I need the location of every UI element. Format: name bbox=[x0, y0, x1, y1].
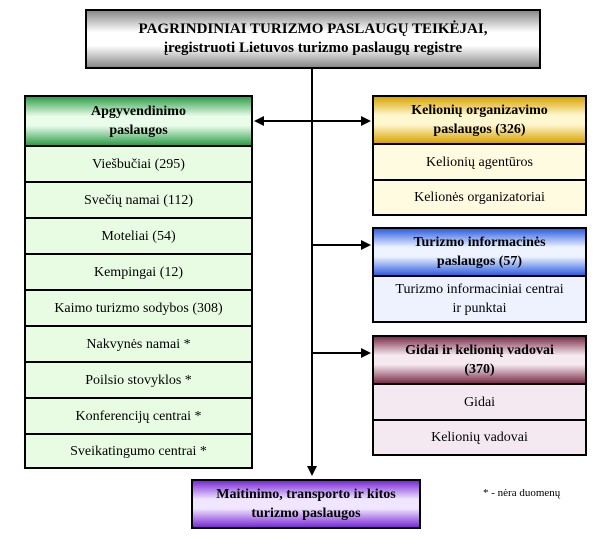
accommodation-item: Poilsio stovyklos * bbox=[24, 361, 253, 399]
accommodation-item: Nakvynės namai * bbox=[24, 325, 253, 363]
tourism-info-item-line2: ir punktai bbox=[452, 301, 507, 316]
travel-org-header-line1: Kelionių organizavimo bbox=[411, 103, 548, 118]
footnote: * - nėra duomenų bbox=[483, 487, 561, 499]
accommodation-item: Sveikatingumo centrai * bbox=[24, 433, 253, 469]
guides-item: Kelionių vadovai bbox=[372, 419, 587, 456]
guides-header: Gidai ir kelionių vadovai (370) bbox=[372, 335, 587, 385]
guides-header-line1: Gidai ir kelionių vadovai bbox=[405, 343, 554, 358]
accommodation-item: Kempingai (12) bbox=[24, 253, 253, 291]
accommodation-item: Moteliai (54) bbox=[24, 217, 253, 255]
main-subtitle: įregistruoti Lietuvos turizmo paslaugų r… bbox=[163, 40, 463, 56]
accommodation-header-line1: Apgyvendinimo bbox=[91, 104, 186, 119]
tourism-info-header: Turizmo informacinės paslaugos (57) bbox=[372, 227, 587, 277]
tourism-info-header-line1: Turizmo informacinės bbox=[413, 235, 546, 250]
guides-header-line2: (370) bbox=[464, 362, 495, 377]
guides-item: Gidai bbox=[372, 383, 587, 421]
main-title: PAGRINDINIAI TURIZMO PASLAUGŲ TEIKĖJAI, bbox=[138, 21, 488, 37]
travel-org-item: Kelionių agentūros bbox=[372, 143, 587, 181]
tourism-info-header-line2: paslaugos (57) bbox=[436, 254, 523, 269]
travel-org-header-line2: paslaugos (326) bbox=[433, 122, 526, 137]
main-providers-box: PAGRINDINIAI TURIZMO PASLAUGŲ TEIKĖJAI, … bbox=[85, 9, 541, 69]
tourism-info-item-line1: Turizmo informaciniai centrai bbox=[395, 282, 564, 297]
accommodation-item: Svečių namai (112) bbox=[24, 181, 253, 219]
other-services-line2: turizmo paslaugos bbox=[251, 506, 361, 521]
travel-org-header: Kelionių organizavimo paslaugos (326) bbox=[372, 95, 587, 145]
other-services-line1: Maitinimo, transporto ir kitos bbox=[216, 487, 396, 502]
accommodation-header-line2: paslaugos bbox=[109, 123, 168, 138]
accommodation-item: Konferencijų centrai * bbox=[24, 397, 253, 435]
travel-org-item: Kelionės organizatoriai bbox=[372, 179, 587, 216]
tourism-info-item: Turizmo informaciniai centrai ir punktai bbox=[372, 275, 587, 323]
accommodation-item: Kaimo turizmo sodybos (308) bbox=[24, 289, 253, 327]
accommodation-item: Viešbučiai (295) bbox=[24, 145, 253, 183]
accommodation-header: Apgyvendinimo paslaugos bbox=[24, 95, 253, 147]
other-services-box: Maitinimo, transporto ir kitos turizmo p… bbox=[191, 479, 421, 529]
